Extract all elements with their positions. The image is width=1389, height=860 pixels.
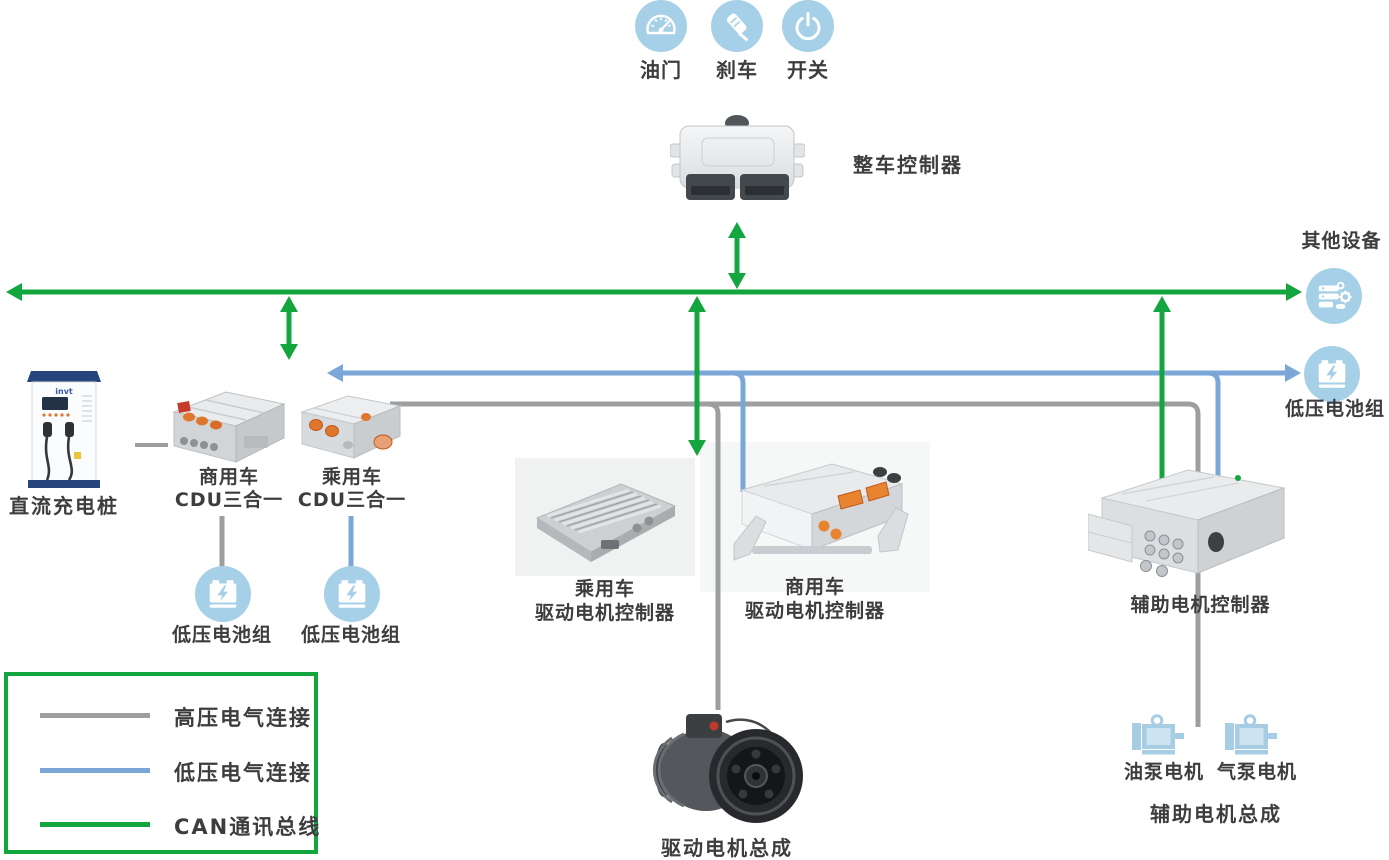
air-pump-label: 气泵电机 [1216,761,1297,783]
hv-wire-branch-drive-motor [707,401,721,710]
hv-wire-main [390,401,1201,727]
lv-battery-commercial-label: 低压电池组 [171,624,272,646]
legend-hv-label: 高压电气连接 [174,706,312,730]
charger-brand: invt [55,387,73,396]
lv-arrow-left [327,364,343,382]
lv-battery-right-label: 低压电池组 [1284,398,1385,420]
drive-motor-image [652,714,803,823]
battery-icon [1318,360,1346,388]
power-icon [795,12,821,41]
can-arrow-cdu [280,296,298,360]
battery-icon [209,580,237,608]
brake-label: 刹车 [716,58,758,82]
devices-icon [1318,281,1352,309]
aux-assembly-label: 辅助电机总成 [1150,802,1282,826]
lv-battery-commercial-node [195,566,251,622]
lv-battery-right-node [1304,346,1360,402]
brake-icon [711,0,763,52]
can-arrow-mcu [688,296,706,456]
cdu-commercial-label-2: CDU三合一 [174,489,284,511]
lv-arrow-right [1285,364,1301,382]
legend-hv-line [40,713,150,718]
cdu-commercial-image [172,391,286,463]
lv-wire-branch-aux-mcu [1207,370,1221,478]
mcu-passenger-label-1: 乘用车 [574,578,635,600]
can-arrow-left [6,283,22,301]
oil-pump-motor-icon [1132,714,1184,755]
switch-icon [782,0,834,52]
legend-box: 高压电气连接 低压电气连接 CAN通讯总线 [4,672,322,854]
aux-mcu-label: 辅助电机控制器 [1130,594,1271,616]
legend-can-label: CAN通讯总线 [174,815,322,839]
mcu-commercial-label-2: 驱动电机控制器 [744,600,885,622]
lv-wire-branch-mcu-commercial [732,370,746,492]
can-arrow-right [1286,283,1302,301]
throttle-icon [635,0,687,52]
throttle-label: 油门 [640,58,682,82]
hv-wires [135,401,1201,727]
lv-battery-passenger-label: 低压电池组 [300,624,401,646]
battery-icon [338,580,366,608]
other-devices-label: 其他设备 [1301,230,1382,252]
cdu-commercial-label-1: 商用车 [198,466,259,488]
lv-wires [327,364,1301,570]
charger-image: invt [27,371,101,488]
speedometer-icon [646,14,676,35]
other-devices-node [1306,268,1362,324]
charger-label: 直流充电桩 [9,494,119,518]
legend-lv-line [40,768,150,773]
cdu-passenger-label-1: 乘用车 [321,466,382,488]
mcu-passenger-image [535,483,677,562]
switch-label: 开关 [787,58,829,82]
brake-pedal-icon [726,13,748,41]
mcu-commercial-label-1: 商用车 [784,576,845,598]
legend-lv-label: 低压电气连接 [174,761,312,785]
lv-battery-passenger-node [324,566,380,622]
oil-pump-label: 油泵电机 [1123,761,1204,783]
legend-can-line [40,822,150,827]
drive-motor-label: 驱动电机总成 [661,836,793,860]
cdu-passenger-image [300,395,402,459]
mcu-commercial-image [733,463,909,561]
mcu-passenger-label-2: 驱动电机控制器 [534,602,675,624]
vcu-image [670,115,805,200]
cdu-passenger-label-2: CDU三合一 [297,489,407,511]
can-arrow-vcu [728,222,746,289]
aux-mcu-image [1088,469,1286,577]
air-pump-motor-icon [1225,714,1277,755]
vcu-label: 整车控制器 [853,153,963,177]
